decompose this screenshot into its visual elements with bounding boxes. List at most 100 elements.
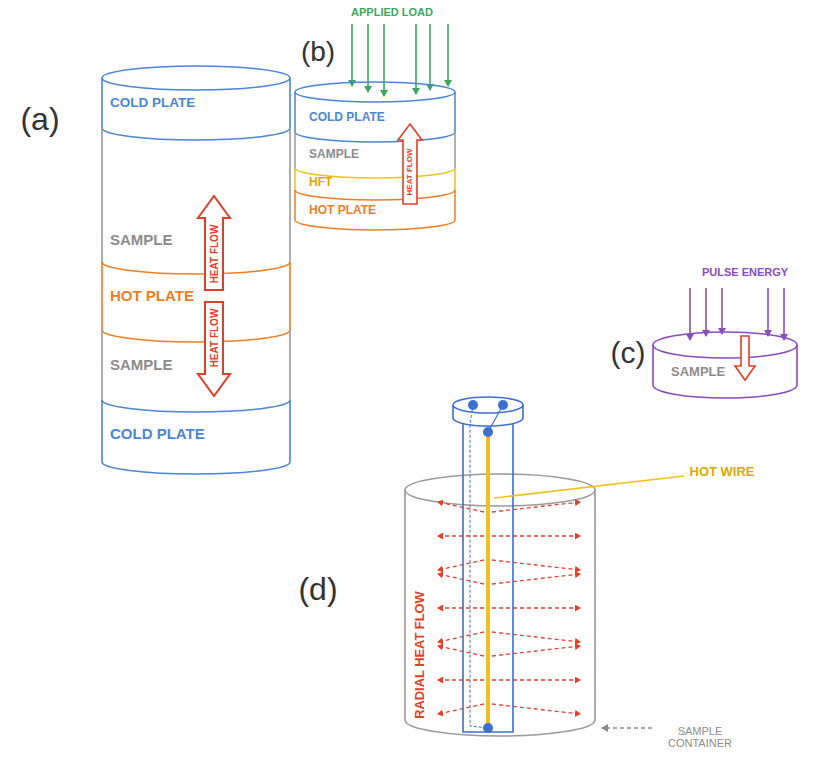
- layer-band: COLD PLATE: [102, 400, 290, 474]
- disc-side: [653, 345, 797, 385]
- panel-letter: (a): [20, 102, 59, 137]
- heat-flow-arrow: [198, 196, 230, 290]
- heat-flow-arrow: [198, 302, 230, 396]
- plate-edge: [295, 190, 455, 200]
- terminal-dot: [483, 723, 493, 733]
- container-label: SAMPLE CONTAINER: [658, 725, 742, 749]
- pulse-label: PULSE ENERGY: [702, 266, 788, 278]
- disc-edge: [653, 385, 797, 398]
- layer-band: COLD PLATE: [102, 66, 290, 128]
- panel-letter: (b): [301, 37, 335, 68]
- layer-label: SAMPLE: [110, 357, 173, 374]
- plate-top: [295, 82, 455, 102]
- plate-top: [102, 66, 290, 90]
- radial-arrow: [492, 679, 580, 680]
- load-arrow: [429, 24, 431, 90]
- radial-arrow: [438, 560, 484, 570]
- radial-arrow: [492, 560, 580, 570]
- radial-arrow: [492, 574, 580, 584]
- probe-lead: [470, 405, 488, 728]
- pulse-arrow: [767, 288, 769, 336]
- layer-band: SAMPLE: [653, 332, 797, 398]
- layer-label: SAMPLE: [309, 148, 359, 161]
- heat-flow-label: RADIAL HEAT FLOW: [413, 591, 427, 719]
- layer-band: SAMPLE: [102, 128, 290, 262]
- container-base: [405, 720, 595, 736]
- layer-label: COLD PLATE: [110, 96, 195, 111]
- radial-arrow: [492, 607, 580, 608]
- probe-cap: [453, 397, 523, 413]
- layer-label: HOT PLATE: [309, 204, 376, 217]
- radial-arrows: [438, 502, 580, 714]
- layer-label: HOT PLATE: [110, 288, 194, 305]
- heat-flow-label: HEAT FLOW: [209, 309, 220, 368]
- load-arrow: [383, 24, 385, 96]
- radial-arrow: [492, 646, 580, 656]
- plate-side: [102, 78, 290, 128]
- radial-arrow: [492, 704, 580, 714]
- plate-edge: [102, 330, 290, 342]
- radial-arrow: [492, 632, 580, 642]
- layer-label: SAMPLE: [671, 365, 725, 379]
- layer-band: HOT PLATE: [102, 262, 290, 330]
- heat-flow-arrow: [735, 336, 755, 380]
- radial-arrow: [438, 646, 484, 656]
- layer-band: SAMPLE: [102, 330, 290, 400]
- load-arrow: [351, 24, 353, 86]
- hft-side: [295, 168, 455, 190]
- sample-side: [295, 132, 455, 168]
- probe-cap-side: [453, 405, 523, 418]
- leader-line: [602, 727, 652, 728]
- pulse-arrow: [721, 288, 723, 334]
- terminal-dot: [483, 427, 493, 437]
- layer-band: HFT: [295, 168, 455, 190]
- container-wall: [405, 490, 595, 720]
- wire-label: HOT WIRE: [690, 465, 755, 479]
- stack-a: [102, 66, 290, 474]
- radial-arrow: [438, 574, 484, 584]
- plate-side: [102, 262, 290, 330]
- terminals: [468, 400, 508, 733]
- plate-side: [295, 92, 455, 132]
- radial-arrow: [438, 607, 484, 608]
- hot-wire: [486, 432, 490, 728]
- disc-top: [653, 332, 797, 358]
- plate-side: [295, 190, 455, 220]
- plate-side: [102, 400, 290, 462]
- radial-arrow: [438, 502, 484, 512]
- heat-flow-arrow: [398, 124, 422, 204]
- layer-band: HOT PLATE: [295, 190, 455, 230]
- leader-line: [494, 476, 684, 498]
- layer-band: COLD PLATE: [295, 82, 455, 132]
- radial-arrow: [438, 632, 484, 642]
- layer-label: HFT: [309, 176, 332, 189]
- heat-flow-label: HEAT FLOW: [209, 225, 220, 284]
- plate-edge: [102, 462, 290, 474]
- plate-edge: [102, 400, 290, 412]
- layer-band: SAMPLE: [295, 132, 455, 168]
- plate-edge: [102, 128, 290, 140]
- disc-sample: [653, 332, 797, 398]
- layer-label: SAMPLE: [110, 232, 173, 249]
- pulse-arrow: [705, 288, 707, 336]
- layer-label: COLD PLATE: [309, 111, 385, 124]
- plate-edge: [295, 132, 455, 142]
- radial-arrow: [438, 679, 484, 680]
- panel-letter: (c): [611, 336, 646, 369]
- radial-arrow: [492, 535, 580, 536]
- layer-label: COLD PLATE: [110, 426, 205, 443]
- pulse-arrow: [689, 288, 691, 340]
- plate-edge: [102, 262, 290, 274]
- load-label: APPLIED LOAD: [351, 6, 433, 18]
- radial-arrow: [438, 704, 484, 714]
- sample-side: [102, 330, 290, 400]
- panel-letter: (d): [298, 572, 337, 607]
- probe-holder: [453, 397, 523, 732]
- radial-arrow: [492, 502, 580, 512]
- pulse-arrow: [783, 288, 785, 340]
- radial-arrow: [438, 535, 484, 536]
- heat-flow-label: HEAT FLOW: [406, 149, 415, 196]
- stack-b: [295, 82, 455, 230]
- plate-edge: [295, 220, 455, 230]
